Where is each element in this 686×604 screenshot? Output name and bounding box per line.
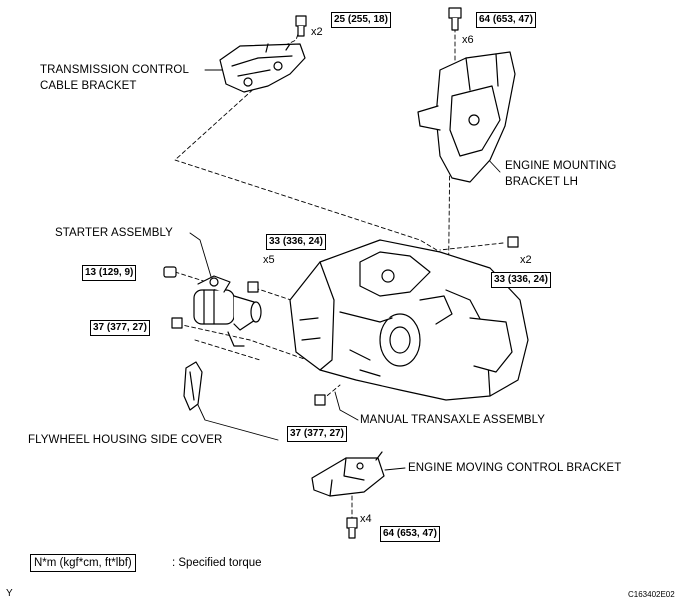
transaxle-right-bolt <box>507 236 519 248</box>
starter-label: STARTER ASSEMBLY <box>55 227 173 239</box>
starter-lower-bolt <box>171 317 183 329</box>
torque-moving-bracket: 64 (653, 47) <box>380 526 440 542</box>
cable-bracket-label-line2: CABLE BRACKET <box>40 80 137 92</box>
engine-bracket-label-line1: ENGINE MOUNTING <box>505 160 617 172</box>
cable-bracket-part <box>219 43 306 93</box>
legend-description: : Specified torque <box>172 557 262 569</box>
engine-mounting-bracket-part <box>417 51 516 183</box>
torque-transaxle-bottom: 37 (377, 27) <box>287 426 347 442</box>
starter-nut <box>163 266 177 278</box>
qty-engine-bracket: x6 <box>462 34 474 46</box>
qty-moving-bracket: x4 <box>360 513 372 525</box>
leader-lines <box>189 69 501 471</box>
torque-starter-upper: 33 (336, 24) <box>266 234 326 250</box>
starter-part <box>193 275 262 347</box>
moving-bracket-part <box>311 451 385 497</box>
transaxle-part <box>289 239 529 401</box>
starter-upper-bolt <box>247 281 259 293</box>
torque-cable-bracket: 25 (255, 18) <box>331 12 391 28</box>
torque-starter-lower: 37 (377, 27) <box>90 320 150 336</box>
qty-starter-upper: x5 <box>263 254 275 266</box>
engine-bracket-bolt <box>448 7 462 31</box>
moving-bracket-bolt <box>346 517 358 539</box>
torque-transaxle-right: 33 (336, 24) <box>491 272 551 288</box>
qty-transaxle-right: x2 <box>520 254 532 266</box>
corner-mark-left: Y <box>6 588 13 599</box>
torque-starter-nut: 13 (129, 9) <box>82 265 137 281</box>
moving-bracket-label: ENGINE MOVING CONTROL BRACKET <box>408 462 622 474</box>
engine-bracket-label-line2: BRACKET LH <box>505 176 579 188</box>
flywheel-cover-part <box>183 361 203 411</box>
transaxle-bottom-bolt <box>314 394 326 406</box>
torque-engine-bracket: 64 (653, 47) <box>476 12 536 28</box>
figure-code: C163402E02 <box>628 590 675 599</box>
flywheel-cover-label: FLYWHEEL HOUSING SIDE COVER <box>28 434 223 446</box>
cable-bracket-label-line1: TRANSMISSION CONTROL <box>40 64 189 76</box>
qty-cable-bracket: x2 <box>311 26 323 38</box>
transaxle-label: MANUAL TRANSAXLE ASSEMBLY <box>360 414 546 426</box>
cable-bracket-bolt <box>295 15 307 37</box>
legend-unit-box: N*m (kgf*cm, ft*lbf) <box>30 554 136 572</box>
